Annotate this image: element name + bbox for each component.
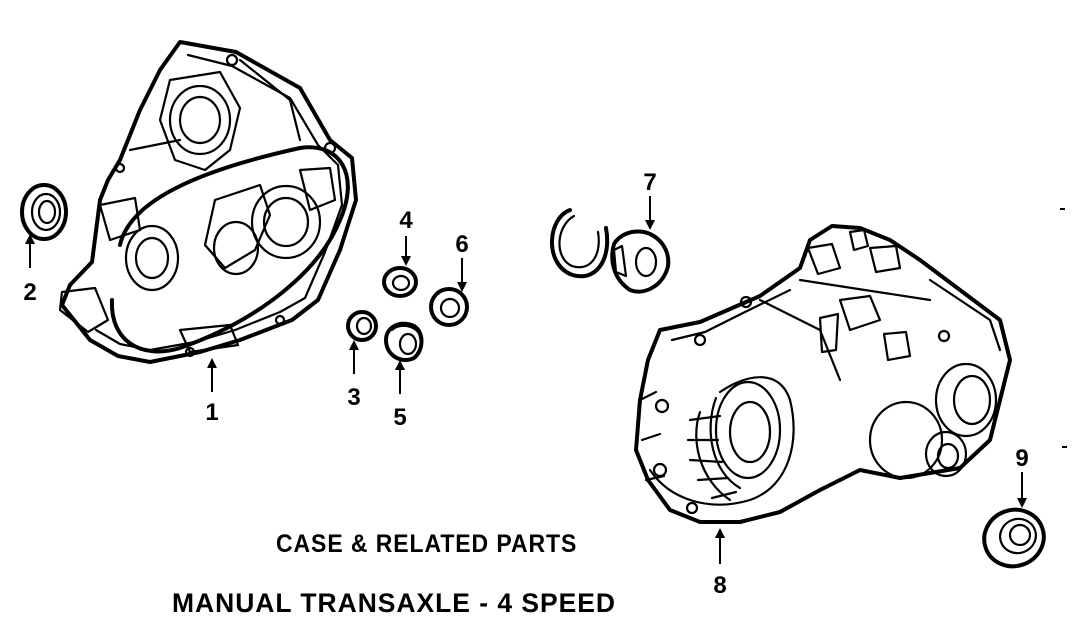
callout-3: 3: [347, 384, 360, 411]
scan-specks: [1060, 208, 1067, 448]
callout-numbers: 1 2 3 4 5 6 7 8 9: [23, 169, 1028, 599]
arrow-3: [349, 340, 359, 350]
part-6-seal: [429, 287, 469, 327]
arrow-2: [25, 234, 35, 244]
diagram-title: CASE & RELATED PARTS: [276, 530, 578, 558]
arrow-8: [715, 528, 725, 538]
snap-ring: [550, 208, 610, 279]
arrow-5: [395, 360, 405, 370]
callout-9: 9: [1015, 445, 1028, 472]
part-8-transmission-case: [634, 224, 1012, 524]
part-3-bearing: [346, 310, 378, 342]
diagram-subtitle: MANUAL TRANSAXLE - 4 SPEED: [172, 588, 616, 618]
part-2-seal: [20, 183, 68, 241]
part-1-clutch-housing: [58, 40, 358, 364]
arrow-7: [645, 220, 655, 230]
leader-lines: [25, 196, 1027, 564]
callout-8: 8: [713, 572, 726, 599]
part-5-bushing: [384, 321, 424, 362]
arrow-6: [457, 282, 467, 292]
callout-5: 5: [393, 404, 406, 431]
arrow-1: [207, 358, 217, 368]
part-9-seal: [982, 507, 1046, 569]
callout-2: 2: [23, 279, 36, 306]
arrow-4: [401, 256, 411, 266]
callout-7: 7: [643, 169, 656, 196]
callout-1: 1: [205, 399, 218, 426]
part-7-plug: [610, 229, 671, 294]
part-4-seal: [382, 266, 418, 298]
callout-6: 6: [455, 231, 468, 258]
callout-4: 4: [399, 207, 413, 234]
arrow-9: [1017, 498, 1027, 508]
